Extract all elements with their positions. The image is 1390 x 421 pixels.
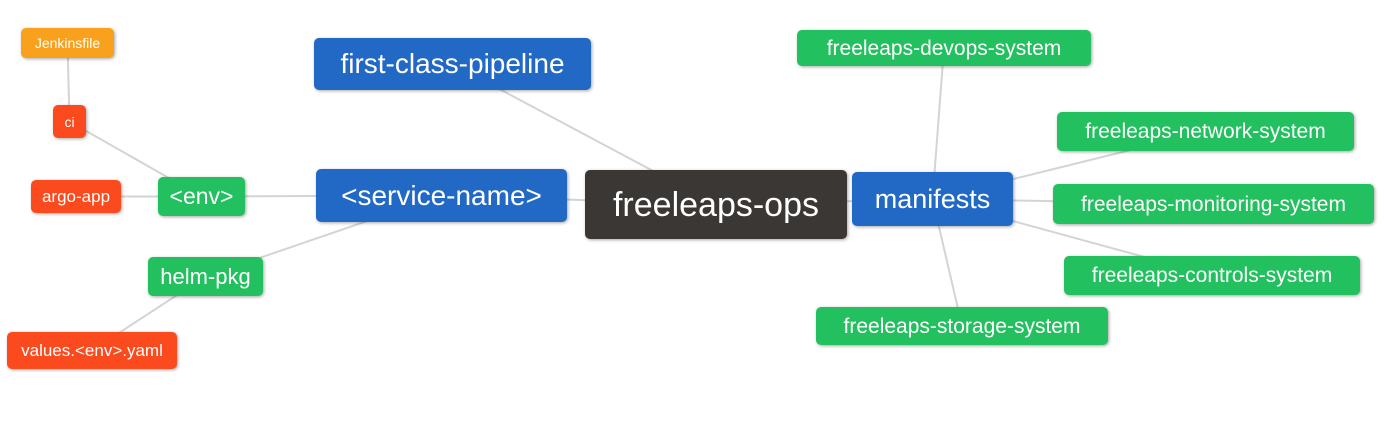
node-env[interactable]: <env> [158,177,245,216]
node-controls-system[interactable]: freeleaps-controls-system [1064,256,1360,295]
node-jenkinsfile[interactable]: Jenkinsfile [21,28,114,58]
node-service-name[interactable]: <service-name> [316,169,567,222]
node-network-system[interactable]: freeleaps-network-system [1057,112,1354,151]
node-storage-system[interactable]: freeleaps-storage-system [816,307,1108,345]
node-manifests[interactable]: manifests [852,172,1013,226]
node-first-class-pipeline[interactable]: first-class-pipeline [314,38,591,90]
node-helm-pkg[interactable]: helm-pkg [148,257,263,296]
node-devops-system[interactable]: freeleaps-devops-system [797,30,1091,66]
node-ci[interactable]: ci [53,105,86,138]
node-monitoring-system[interactable]: freeleaps-monitoring-system [1053,184,1374,224]
node-freeleaps-ops[interactable]: freeleaps-ops [585,170,847,239]
node-values-env-yaml[interactable]: values.<env>.yaml [7,332,177,369]
node-argo-app[interactable]: argo-app [31,180,121,213]
